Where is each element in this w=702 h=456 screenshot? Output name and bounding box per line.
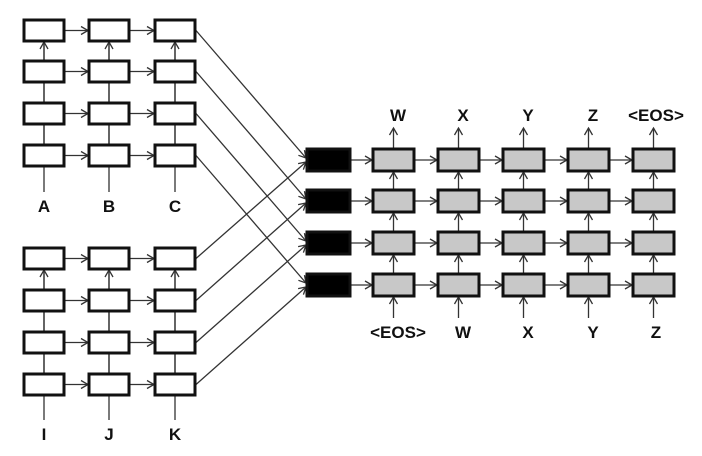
decoder-cell bbox=[566, 272, 611, 298]
encoder-bottom-cell bbox=[22, 246, 66, 271]
decoder-cell bbox=[436, 188, 481, 214]
decoder-output-label: W bbox=[390, 106, 407, 125]
encoder-top-cell bbox=[87, 59, 131, 84]
encoder-top-cell bbox=[22, 101, 66, 126]
decoder-output-label: Y bbox=[522, 106, 534, 125]
decoder-cell bbox=[631, 272, 676, 298]
decoder-cell bbox=[371, 230, 416, 256]
decoder-input-label: <EOS> bbox=[370, 323, 426, 342]
encoder-top-cell bbox=[22, 143, 66, 168]
encoder-top-cell bbox=[153, 59, 197, 84]
combiner-cell bbox=[305, 188, 352, 214]
encoder-bottom-cell bbox=[87, 246, 131, 271]
decoder-cell bbox=[566, 188, 611, 214]
encoder-top-cell bbox=[87, 18, 131, 43]
decoder-cell bbox=[371, 272, 416, 298]
encoder-bottom-input-label: K bbox=[169, 425, 182, 444]
encoder-bottom-cell bbox=[87, 372, 131, 397]
combiner-cell bbox=[305, 147, 352, 173]
encoder-bottom-cell bbox=[153, 372, 197, 397]
decoder-cell bbox=[631, 188, 676, 214]
encoder-bottom-input-label: I bbox=[42, 425, 47, 444]
decoder-cell bbox=[501, 230, 546, 256]
encoder-bottom-to-combiner-arrow bbox=[195, 244, 307, 343]
decoder-output-label: X bbox=[457, 106, 469, 125]
decoder-output-label: <EOS> bbox=[628, 106, 684, 125]
decoder-output-label: Z bbox=[588, 106, 598, 125]
decoder-cell bbox=[371, 188, 416, 214]
encoder-top-input-label: B bbox=[103, 197, 115, 216]
encoder-top-cell bbox=[153, 18, 197, 43]
decoder-cell bbox=[501, 272, 546, 298]
combiner-cell bbox=[305, 230, 352, 256]
encoder-bottom-cell bbox=[22, 330, 66, 355]
decoder-cell bbox=[566, 230, 611, 256]
encoder-top-cell bbox=[22, 18, 66, 43]
encoder-bottom-cell bbox=[22, 372, 66, 397]
decoder-input-label: Z bbox=[651, 323, 661, 342]
encoder-bottom-to-combiner-arrow bbox=[195, 286, 307, 385]
decoder-input-label: W bbox=[455, 323, 472, 342]
encoder-top-cell bbox=[87, 143, 131, 168]
encoder-top-to-combiner-arrow bbox=[195, 71, 307, 200]
encoder-bottom-cell bbox=[153, 246, 197, 271]
encoder-top-cell bbox=[22, 59, 66, 84]
encoder-top-input-label: C bbox=[169, 197, 181, 216]
decoder-cell bbox=[566, 147, 611, 173]
encoder-bottom-cell bbox=[153, 330, 197, 355]
encoder-top-cell bbox=[153, 101, 197, 126]
decoder-input-label: X bbox=[522, 323, 534, 342]
decoder-cell bbox=[436, 230, 481, 256]
decoder-cell bbox=[631, 147, 676, 173]
encoder-bottom-to-combiner-arrow bbox=[195, 202, 307, 301]
decoder-input-label: Y bbox=[587, 323, 599, 342]
encoder-top-cell bbox=[153, 143, 197, 168]
decoder-cell bbox=[501, 147, 546, 173]
encoder-bottom-input-label: J bbox=[104, 425, 113, 444]
encoder-bottom-cell bbox=[153, 288, 197, 313]
decoder-cell bbox=[371, 147, 416, 173]
encoder-top-cell bbox=[87, 101, 131, 126]
decoder-cell bbox=[436, 147, 481, 173]
encoder-bottom-cell bbox=[87, 288, 131, 313]
encoder-bottom-cell bbox=[22, 288, 66, 313]
decoder-cell bbox=[631, 230, 676, 256]
encoder-top-input-label: A bbox=[38, 197, 50, 216]
decoder-cell bbox=[436, 272, 481, 298]
encoder-top-to-combiner-arrow bbox=[195, 155, 307, 284]
encoder-bottom-cell bbox=[87, 330, 131, 355]
combiner-cell bbox=[305, 272, 352, 298]
encoder-top-to-combiner-arrow bbox=[195, 30, 307, 159]
encoder-top-to-combiner-arrow bbox=[195, 113, 307, 242]
decoder-cell bbox=[501, 188, 546, 214]
